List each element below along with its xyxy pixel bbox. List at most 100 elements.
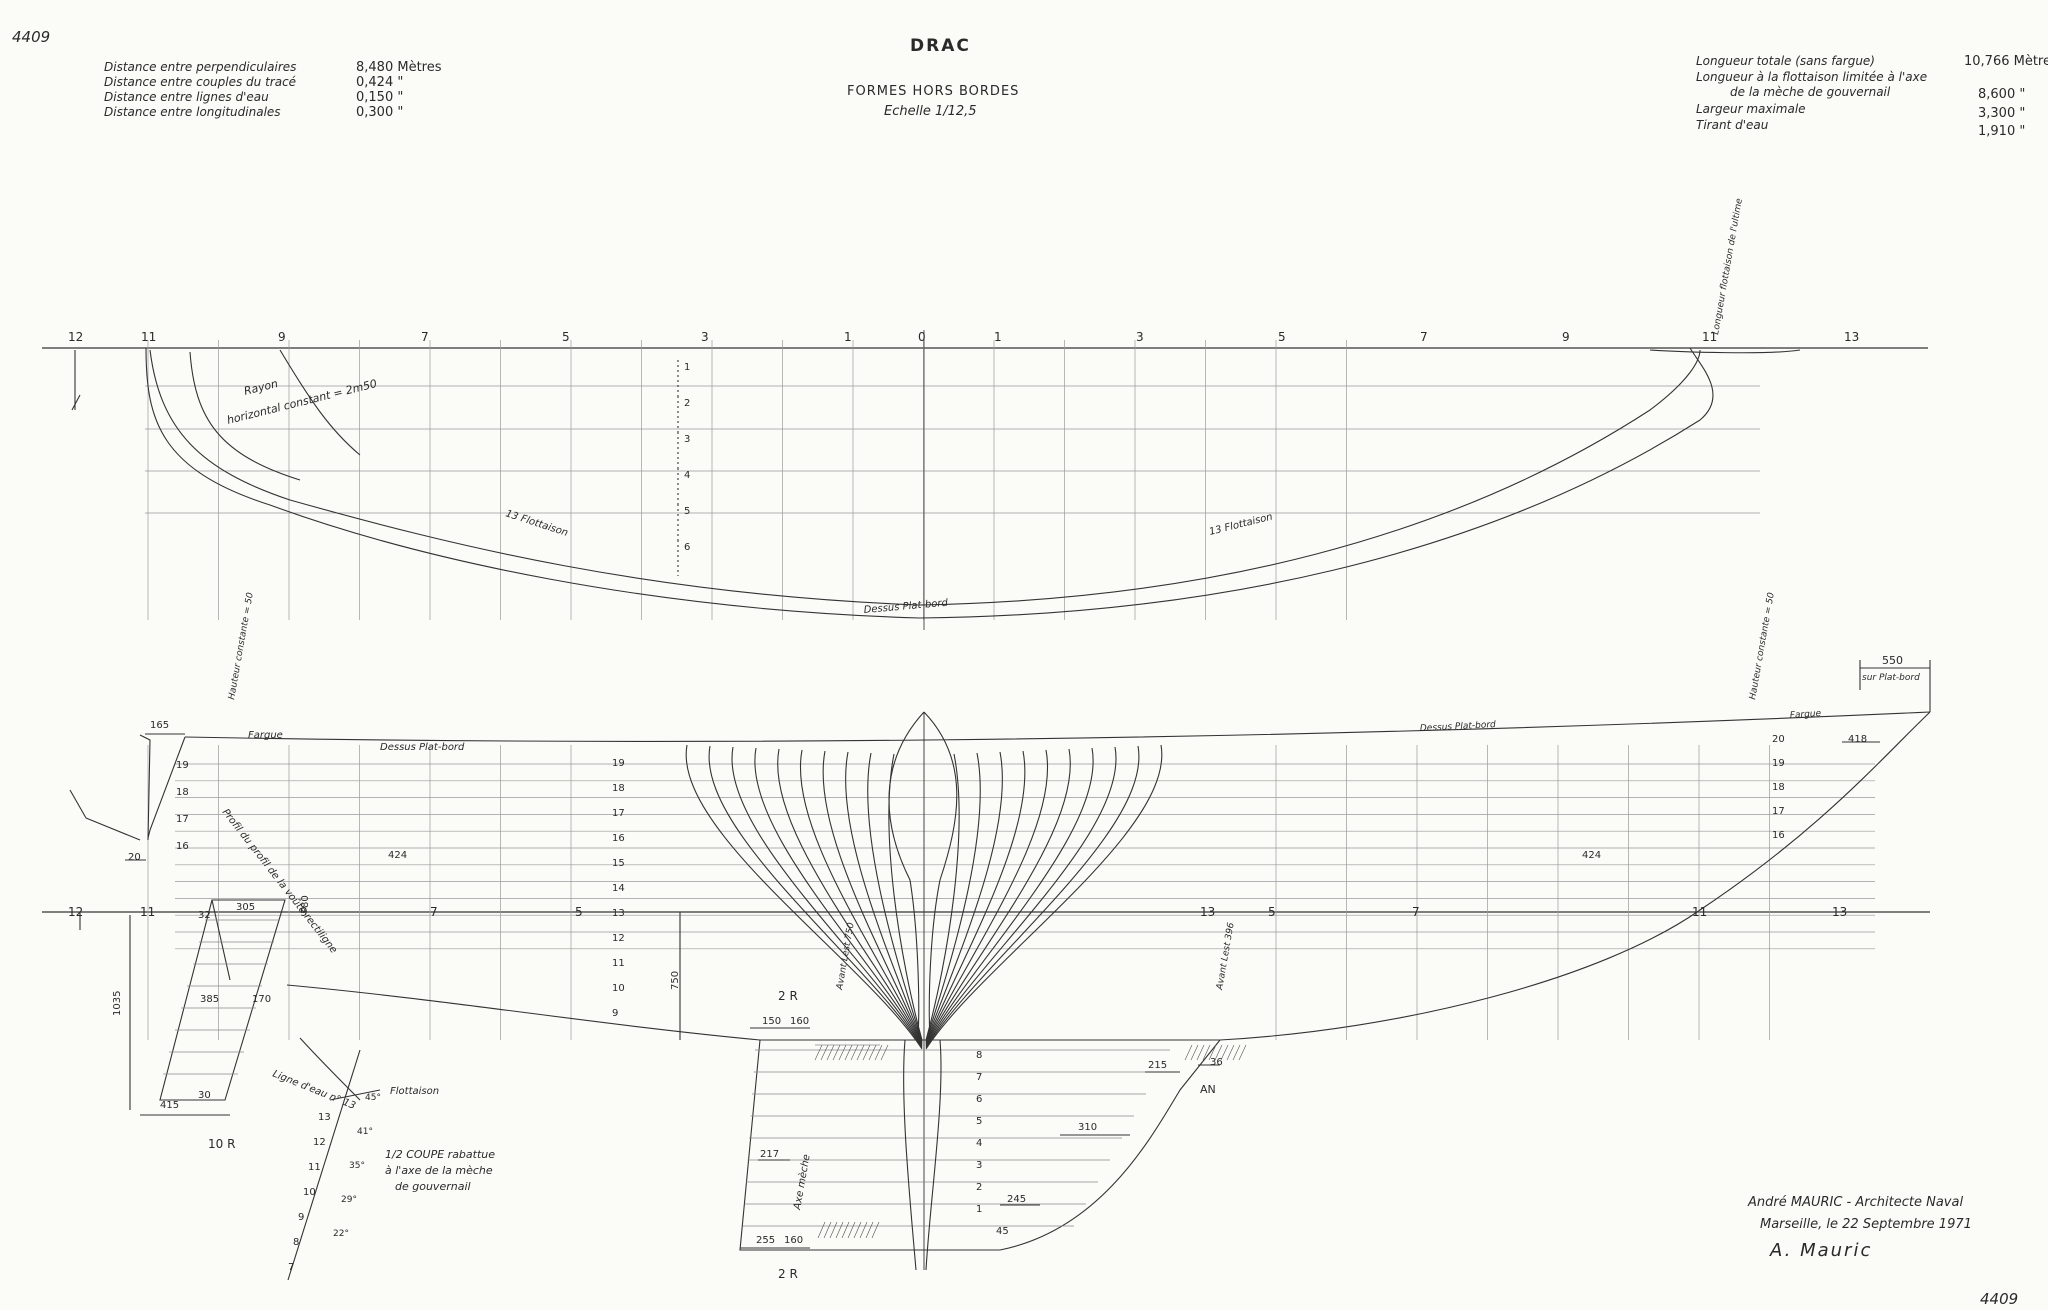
- hatch-mark: [1184, 1044, 1193, 1061]
- profile-station-number: 5: [575, 905, 583, 919]
- hatch-mark: [814, 1044, 823, 1061]
- dim-sur-platbord: sur Plat-bord: [1862, 673, 1920, 683]
- plan-station-number: 3: [1136, 330, 1144, 344]
- plan-wl-mark: 3: [684, 434, 690, 445]
- profile-station-number: 7: [1412, 905, 1420, 919]
- left-spec-value: 0,150 ": [356, 90, 404, 105]
- keel-wl-mark: 8: [976, 1050, 982, 1061]
- hatch-mark: [871, 1221, 880, 1239]
- label-axe-meche: Axe mèche: [791, 1153, 813, 1211]
- profile-wl-number-stern: 16: [176, 841, 189, 852]
- dim-217: 217: [760, 1149, 779, 1160]
- hatch-mark: [823, 1221, 832, 1239]
- hull-lines: [69, 347, 1931, 1281]
- profile-station-number: 7: [430, 905, 438, 919]
- hatch-mark: [820, 1044, 829, 1061]
- hatch-mark: [1226, 1044, 1235, 1061]
- half-section-angle: 22°: [333, 1229, 349, 1239]
- profile-wl-number-mid: 9: [612, 1008, 618, 1019]
- half-section-angle: 41°: [357, 1127, 373, 1137]
- profile-label-profil: Profil du profil de la voûte rectiligne: [220, 806, 340, 955]
- signature-date: Marseille, le 22 Septembre 1971: [1760, 1217, 1972, 1232]
- left-spec-label: Distance entre longitudinales: [104, 105, 281, 119]
- left-spec-label: Distance entre lignes d'eau: [104, 90, 269, 104]
- left-spec-value: 8,480 Mètres: [356, 60, 442, 75]
- body-section-aft: [845, 751, 923, 1043]
- plan-transom-line: [189, 351, 301, 481]
- half-section-title-3: de gouvernail: [395, 1180, 471, 1193]
- keel-wl-mark: 2: [976, 1182, 982, 1193]
- right-spec-label: Tirant d'eau: [1696, 118, 1769, 132]
- body-section-fwd: [925, 745, 1140, 1049]
- plan-wl-mark: 1: [684, 362, 690, 373]
- signature: A. Mauric: [1770, 1240, 1873, 1261]
- half-section-flot: [329, 1089, 381, 1101]
- dim-415: 415: [160, 1100, 179, 1111]
- hatch-mark: [853, 1221, 862, 1239]
- half-section-mark: 7: [288, 1262, 294, 1273]
- body-section-aft: [731, 746, 923, 1048]
- keel-wl-mark: 4: [976, 1138, 982, 1149]
- body-section-aft: [799, 749, 923, 1045]
- hatch-mark: [838, 1044, 847, 1061]
- plan-station-number: 0: [918, 330, 926, 344]
- profile-stern-tip: [69, 789, 87, 819]
- profile-transom-top: [147, 736, 186, 839]
- body-section-fwd: [925, 749, 1049, 1045]
- plan-label-flottaison: 13 Flottaison: [1208, 512, 1274, 538]
- hatch-mark: [847, 1221, 856, 1239]
- dim-1035: 1035: [112, 991, 123, 1016]
- half-section-angle: 29°: [341, 1195, 357, 1205]
- body-section-fwd: [925, 746, 1117, 1048]
- half-section-mark: 11: [308, 1162, 321, 1173]
- profile-wl-number-stern: 18: [176, 787, 189, 798]
- plan-station-number: 5: [1278, 330, 1286, 344]
- plan-stern-tick: [71, 394, 81, 411]
- hatch-mark: [868, 1044, 877, 1061]
- dim-32: 32: [198, 910, 211, 921]
- hatch-mark: [1238, 1044, 1247, 1061]
- keel-wl-mark: 3: [976, 1160, 982, 1171]
- hatch-mark: [856, 1044, 865, 1061]
- half-section-ligne-eau: Ligne d'eau n° 13: [271, 1069, 357, 1112]
- sheet-number-bottom: 4409: [1980, 1290, 2019, 1308]
- body-stem-aft: [888, 711, 925, 1041]
- keel-wl-mark: 7: [976, 1072, 982, 1083]
- plan-station-number: 9: [278, 330, 286, 344]
- half-section-mark: 8: [293, 1237, 299, 1248]
- dim-750: 750: [670, 971, 681, 990]
- label-2R: 2 R: [778, 1267, 798, 1281]
- profile-keel: [739, 1039, 1221, 1251]
- right-spec-value: 3,300 ": [1978, 106, 2026, 121]
- half-section-angle: 45°: [365, 1093, 381, 1103]
- body-section-fwd: [925, 750, 1026, 1044]
- half-section-mark: 13: [318, 1112, 331, 1123]
- profile-station-number: 5: [1268, 905, 1276, 919]
- half-section-curve: [299, 1037, 361, 1101]
- sheet-number-top: 4409: [12, 28, 51, 46]
- dim-80: 80: [300, 895, 311, 908]
- body-section-fwd: [925, 751, 1003, 1043]
- drawing-scale: Echelle 1/12,5: [884, 104, 977, 119]
- label-2R: 2 R: [778, 989, 798, 1003]
- left-spec-value: 0,424 ": [356, 75, 404, 90]
- hatch-mark: [859, 1221, 868, 1239]
- left-spec-value: 0,300 ": [356, 105, 404, 120]
- dim-305: 305: [236, 902, 255, 913]
- profile-wl-number-mid: 14: [612, 883, 625, 894]
- hatch-mark: [865, 1221, 874, 1239]
- hatch-mark: [826, 1044, 835, 1061]
- half-section-mark: 10: [303, 1187, 316, 1198]
- hatch-mark: [862, 1044, 871, 1061]
- profile-label-platbord: Dessus Plat-bord: [1420, 720, 1497, 734]
- right-spec-label: Longueur à la flottaison limitée à l'axe: [1696, 70, 1928, 84]
- dim-385: 385: [200, 994, 219, 1005]
- plan-wl-mark: 5: [684, 506, 690, 517]
- plan-station-number: 12: [68, 330, 83, 344]
- body-section-fwd: [925, 747, 1094, 1047]
- body-section-fwd: [925, 744, 1163, 1050]
- profile-label-fargue: Fargue: [1790, 709, 1822, 721]
- grid-lines: [42, 330, 1930, 1270]
- profile-sheer-line: [184, 711, 1931, 742]
